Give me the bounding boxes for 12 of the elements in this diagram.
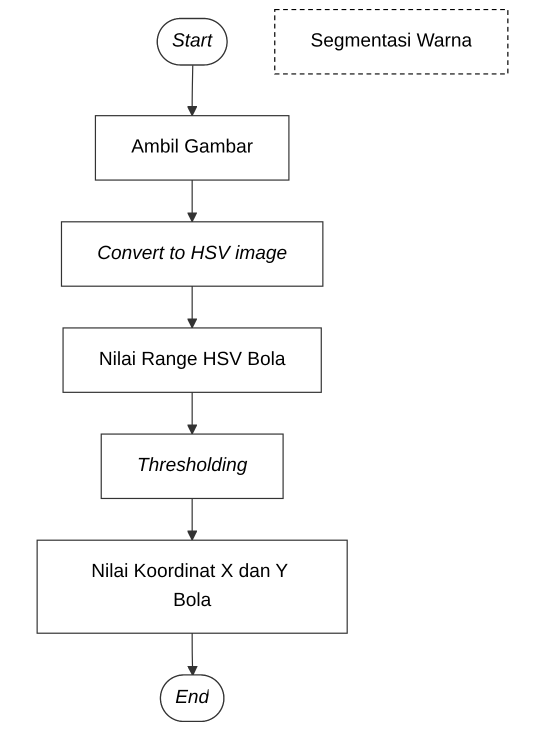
arrow — [186, 286, 198, 328]
node-box: Thresholding — [100, 433, 284, 500]
arrow — [187, 633, 198, 676]
arrow — [186, 180, 198, 222]
node-box: Convert to HSV image — [60, 221, 324, 287]
arrow — [186, 498, 198, 541]
node-box: Ambil Gambar — [94, 115, 290, 181]
node-box: Segmentasi Warna — [274, 8, 508, 75]
node-box: Nilai Koordinat X dan Y Bola — [36, 540, 348, 634]
arrow — [186, 392, 198, 435]
node-box: Nilai Range HSV Bola — [62, 327, 322, 393]
arrow — [186, 66, 198, 116]
